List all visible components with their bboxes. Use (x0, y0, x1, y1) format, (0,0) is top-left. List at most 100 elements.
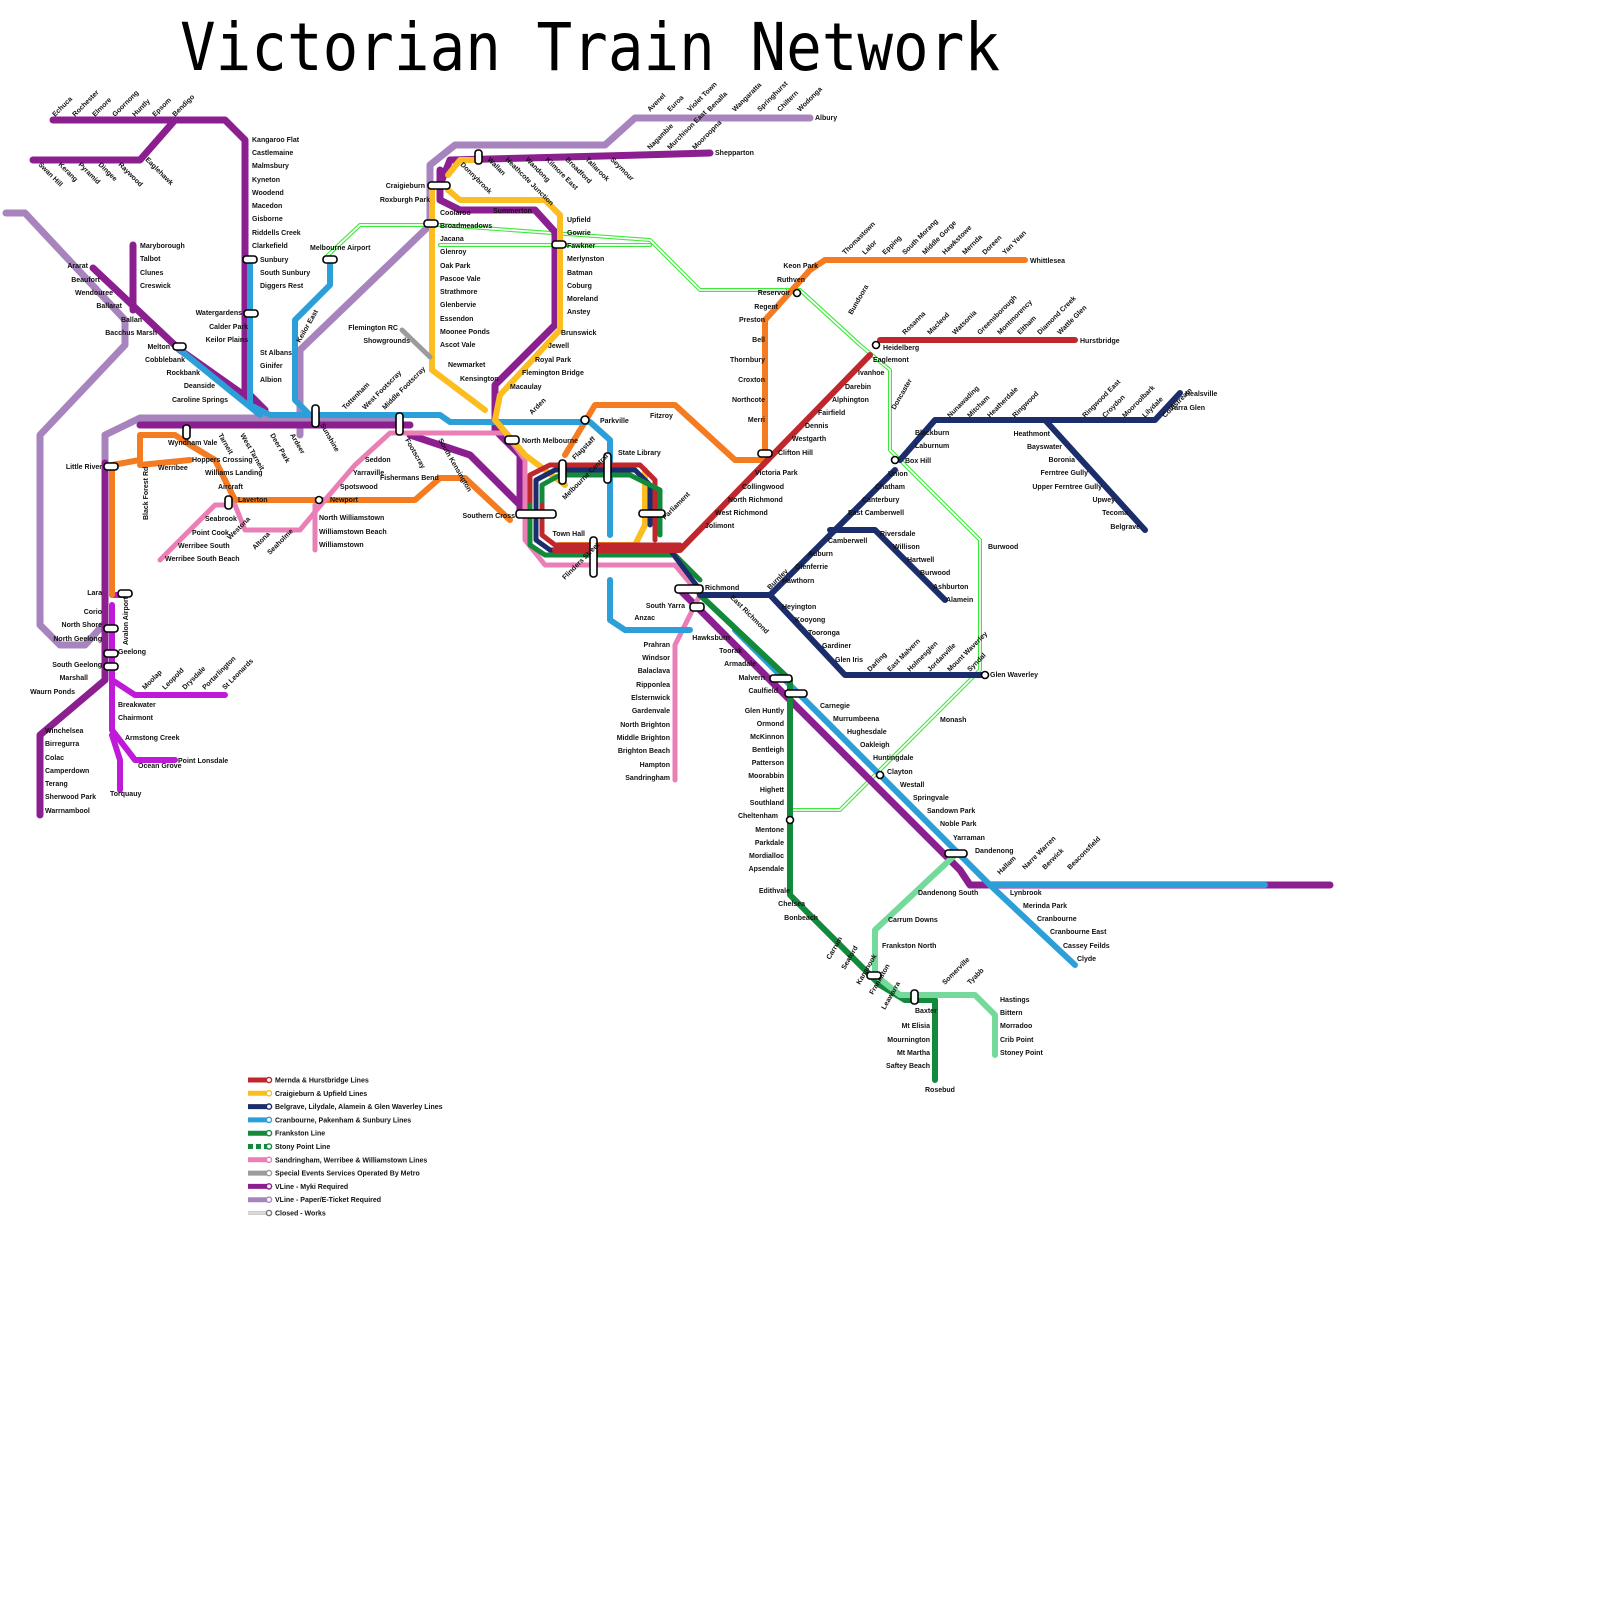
station-euroa: Euroa (666, 94, 685, 113)
station-calderpark: Calder Park (209, 324, 248, 331)
vline-paper-lines (2, 114, 814, 649)
navy-lines (697, 390, 1183, 678)
legend-item: VLine - Paper/E-Ticket Required (248, 1196, 381, 1204)
station-wodonga: Wodonga (796, 86, 823, 113)
station-auburn: Auburn (808, 551, 833, 558)
station-parkdale: Parkdale (755, 840, 784, 847)
station-southsunbury: South Sunbury (260, 270, 310, 277)
station-chelsea: Chelsea (778, 901, 805, 908)
station-upperferntree: Upper Ferntree Gully (1032, 484, 1102, 491)
station-whittlesea: Whittlesea (1030, 258, 1065, 265)
station-shepparton: Shepparton (715, 150, 754, 157)
station-middlebrighton: Middle Brighton (617, 735, 670, 742)
station-glenhuntly: Glen Huntly (745, 708, 784, 715)
station-willison: Willison (893, 544, 920, 551)
station-camberwell: Camberwell (828, 538, 867, 545)
stony-point-lines (872, 852, 998, 1058)
legend-item: Cranbourne, Pakenham & Sunbury Lines (248, 1116, 411, 1124)
station-sherwood: Sherwood Park (45, 794, 96, 801)
station-healsville: Healsville (1185, 391, 1217, 398)
station-winchelsea: Winchelsea (45, 728, 84, 735)
station-hughesdale: Hughesdale (847, 729, 887, 736)
station-arden: Arden (528, 397, 547, 416)
station-dandenong: Dandenong (975, 848, 1014, 855)
station-macaulay: Macaulay (510, 384, 542, 391)
station-heathmont: Heathmont (1013, 431, 1050, 438)
station-portarlington: Portarlington (201, 655, 237, 691)
station-beaconsfield: Beaconsfield (1066, 836, 1102, 872)
station-carrumdowns: Carrum Downs (888, 917, 938, 924)
station-kangarooflat: Kangaroo Flat (252, 137, 300, 144)
station-yarraman: Yarraman (953, 835, 985, 842)
station-albion: Albion (260, 377, 282, 384)
station-caroline: Caroline Springs (172, 397, 228, 404)
station-ashburton: Ashburton (933, 584, 968, 591)
station-malvern: Malvern (739, 675, 765, 682)
cyan-lines (177, 257, 1268, 968)
station-upfield: Upfield (567, 217, 591, 224)
station-marshall: Marshall (60, 675, 88, 682)
station-westtarneit: West Tarneit (238, 433, 265, 473)
station-fairfield: Fairfield (818, 410, 845, 417)
station-cheltenham: Cheltenham (738, 813, 778, 820)
station-cranbourneeast: Cranbourne East (1050, 929, 1107, 936)
station-clayton: Clayton (887, 769, 913, 776)
station-southland: Southland (750, 800, 784, 807)
station-torquay: Torquauy (110, 791, 141, 798)
station-riversdale: Riversdale (880, 531, 916, 538)
station-burwood: Burwood (988, 544, 1018, 551)
station-northbrighton: North Brighton (620, 722, 670, 729)
station-mordialloc: Mordialloc (749, 853, 784, 860)
station-seddon: Seddon (365, 457, 391, 464)
station-newmarket: Newmarket (448, 362, 486, 369)
station-wyndhamvale: Wyndham Vale (168, 440, 217, 447)
station-watsonia: Watsonia (951, 310, 978, 337)
station-coolaroo: Coolaroo (440, 210, 471, 217)
station-southgeelong: South Geelong (52, 662, 102, 669)
station-raywood: Raywood (117, 161, 144, 188)
legend-label: Closed - Works (275, 1211, 326, 1218)
legend-label: Frankston Line (275, 1131, 325, 1138)
station-southken: South Kensington (436, 438, 472, 494)
station-northwill: North Williamstown (319, 515, 384, 522)
station-diggersrest: Diggers Rest (260, 283, 304, 290)
station-springvale: Springvale (913, 795, 949, 802)
station-westgarth: Westgarth (792, 436, 826, 443)
station-eaglehawk: Eaglehawk (144, 156, 175, 187)
station-northmelbourne: North Melbourne (522, 438, 578, 445)
station-baxter: Baxter (915, 1008, 937, 1015)
station-carnegie: Carnegie (820, 703, 850, 710)
map-title: Victorian Train Network (180, 9, 1000, 86)
legend-item: Sandringham, Werribee & Williamstown Lin… (248, 1156, 427, 1164)
lines (2, 114, 1334, 1083)
station-gardiner: Gardiner (822, 643, 851, 650)
station-cobblebank: Cobblebank (145, 357, 185, 364)
station-creswick: Creswick (140, 283, 171, 290)
station-beaufort: Beaufort (71, 277, 100, 284)
station-fawkner: Fawkner (567, 243, 596, 250)
legend-item: VLine - Myki Required (248, 1183, 348, 1191)
station-murrumbeena: Murrumbeena (833, 716, 879, 723)
station-morradoo: Morradoo (1000, 1023, 1032, 1030)
station-heidelberg: Heidelberg (883, 345, 919, 352)
legend-item: Closed - Works (248, 1209, 326, 1218)
station-maryborough: Maryborough (140, 243, 185, 250)
station-pointcook: Point Cook (192, 530, 229, 537)
station-littleriver: Little River (66, 464, 102, 471)
station-doncaster: Doncaster (891, 378, 914, 411)
legend-label: Sandringham, Werribee & Williamstown Lin… (275, 1157, 427, 1164)
station-alamein: Alamein (946, 597, 973, 604)
station-sunbury: Sunbury (260, 257, 288, 264)
station-showgrounds: Showgrounds (363, 338, 410, 345)
station-kensington: Kensington (460, 376, 499, 383)
station-hastings: Hastings (1000, 997, 1030, 1004)
legend-label: Craigieburn & Upfield Lines (275, 1091, 367, 1098)
station-merri: Merri (748, 417, 765, 424)
station-breakwater: Breakwater (118, 702, 156, 709)
station-deerpark: Deer Park (268, 433, 290, 465)
station-macleod: Macleod (926, 312, 951, 337)
station-reservoir: Reservoir (758, 290, 791, 297)
station-patterson: Patterson (752, 760, 784, 767)
station-caulfield: Caulfield (748, 688, 778, 695)
